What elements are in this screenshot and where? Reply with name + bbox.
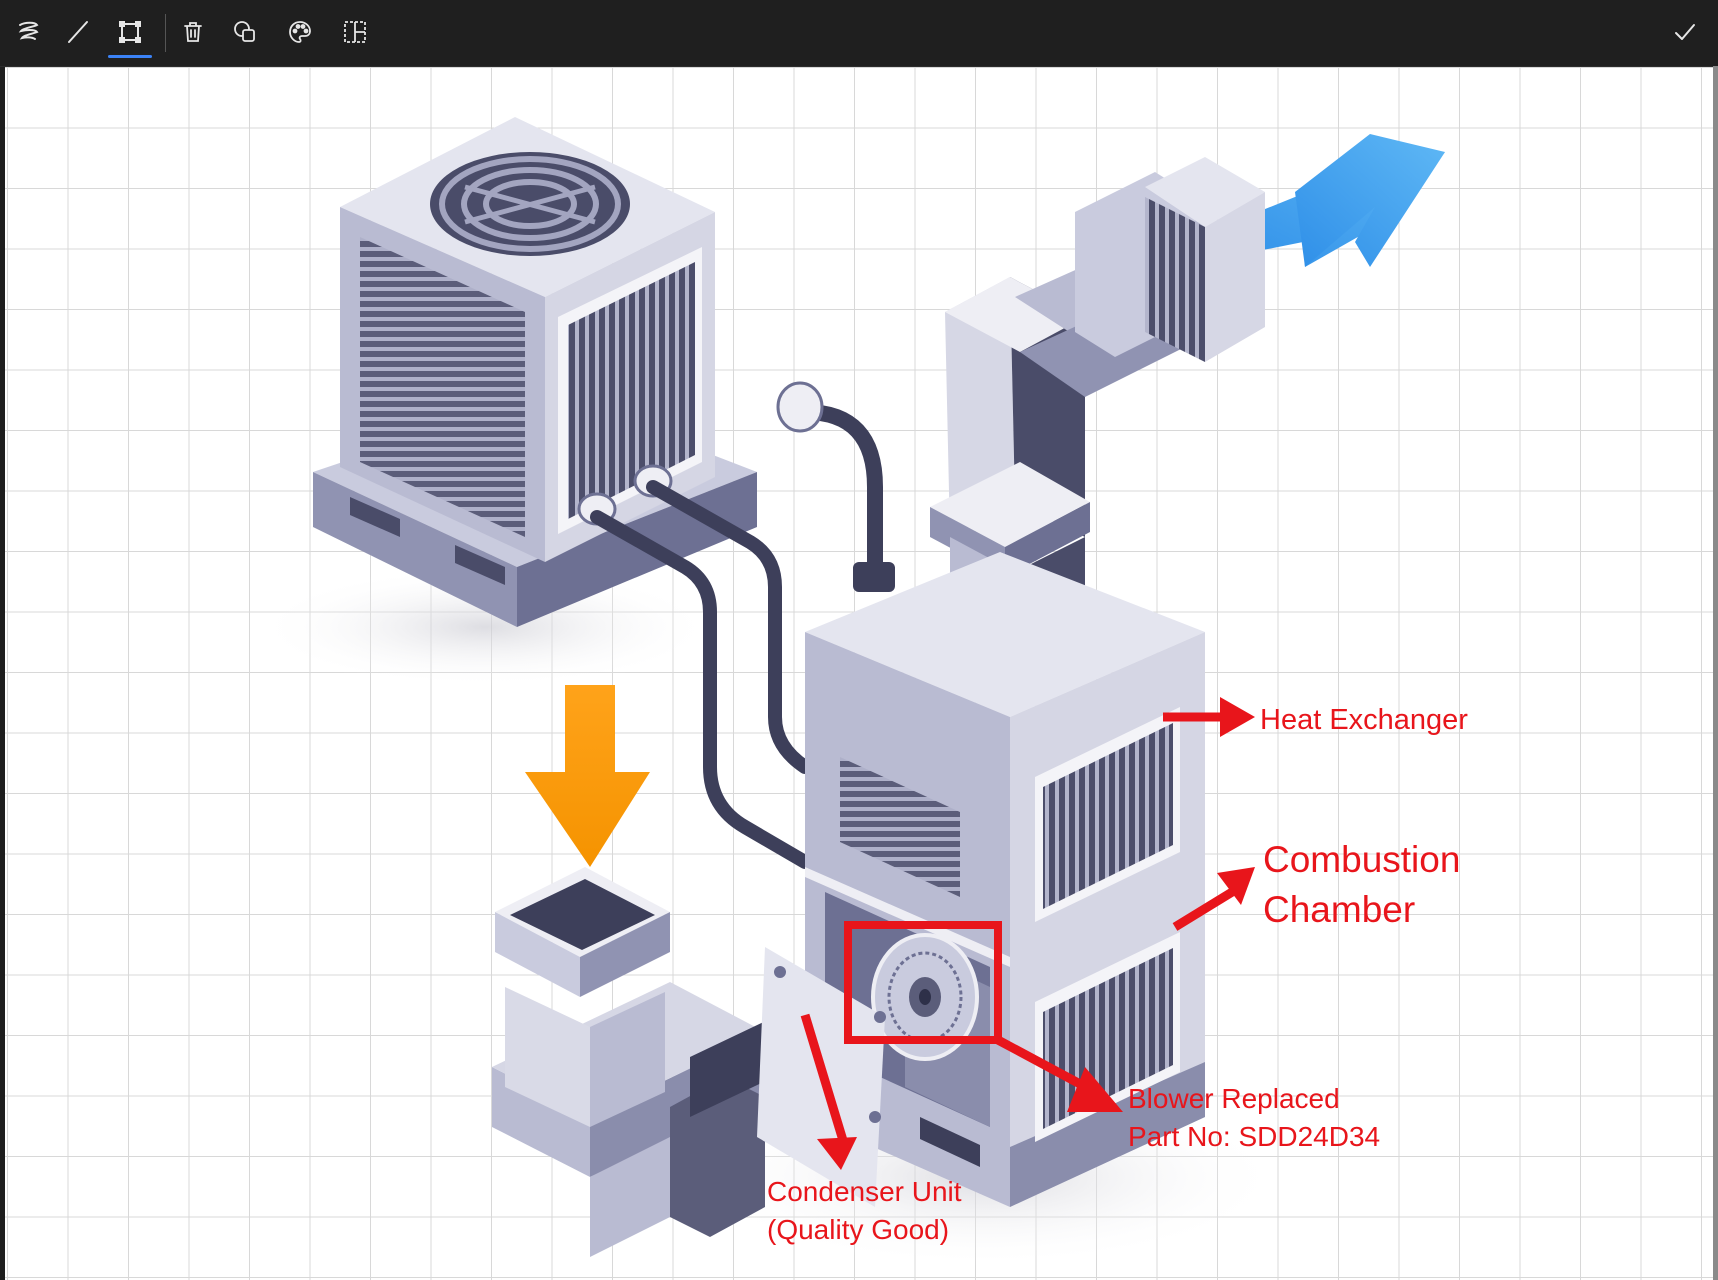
hvac-illustration [255,117,1445,1267]
blower-highlight-box [844,921,1002,1044]
blower-line-2: Part No: SDD24D34 [1128,1121,1381,1152]
crop-button[interactable] [330,8,380,56]
palette-icon [289,21,311,43]
outdoor-condenser-unit [313,117,757,627]
checkmark-icon [1675,24,1695,40]
color-button[interactable] [275,8,325,56]
freehand-tool-button[interactable] [4,8,54,56]
rectangle-tool-button[interactable] [105,8,155,58]
refrigerant-lines [590,381,895,869]
condenser-unit-label: Condenser Unit (Quality Good) [767,1173,962,1249]
rectangle-select-icon [119,21,141,43]
drawing-canvas[interactable]: Heat Exchanger Combustion Chamber Blower… [5,67,1713,1280]
line-icon [68,21,88,43]
combustion-chamber-arrow [1172,885,1240,931]
airflow-in-arrow [525,685,650,867]
blower-replaced-label: Blower Replaced Part No: SDD24D34 [1128,1080,1380,1156]
combustion-line-2: Chamber [1263,889,1416,930]
furnace-cabinet [805,552,1205,1207]
freehand-scribble-icon [18,21,39,40]
condenser-line-2: (Quality Good) [767,1214,950,1245]
condenser-line-1: Condenser Unit [767,1176,962,1207]
shapes-button[interactable] [220,8,270,56]
markup-annotations [800,697,1255,1170]
heat-exchanger-label: Heat Exchanger [1260,704,1468,736]
condenser-arrow [800,1013,850,1149]
toolbar-divider [165,14,166,52]
confirm-button[interactable] [1660,8,1710,56]
trash-icon [184,22,202,42]
canvas-scroll-edge [1713,66,1718,1280]
line-tool-button[interactable] [53,8,103,56]
combustion-line-1: Combustion [1263,839,1461,880]
combustion-chamber-label: Combustion Chamber [1263,835,1460,935]
annotation-toolbar [0,0,1718,67]
blower-line-1: Blower Replaced [1128,1083,1340,1114]
condenser-shadow [255,567,715,687]
shapes-icon [234,21,255,42]
crop-layout-icon [344,21,366,43]
delete-button[interactable] [168,8,218,56]
